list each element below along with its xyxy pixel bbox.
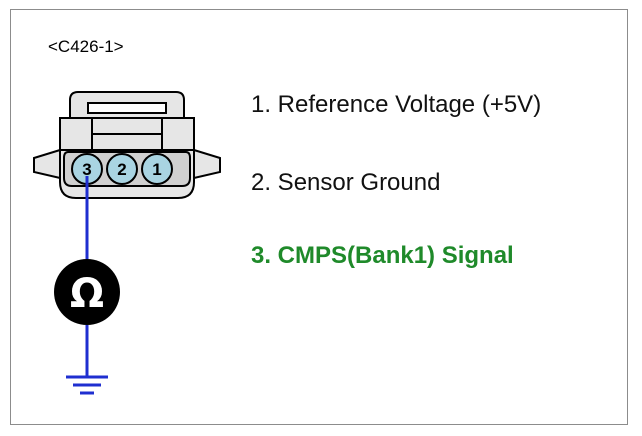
- ohmmeter-icon: Ω: [54, 259, 120, 325]
- pin-3-description: 3. CMPS(Bank1) Signal: [251, 242, 514, 269]
- ohm-symbol: Ω: [70, 271, 104, 317]
- connector-pin-1: 1: [141, 153, 173, 185]
- pin-2-number: 2: [117, 160, 126, 179]
- pin-2-description: 2. Sensor Ground: [251, 169, 441, 196]
- pin-1-number: 1: [152, 160, 161, 179]
- connector-id-label: <C426-1>: [48, 37, 124, 56]
- connector-pin-2: 2: [106, 153, 138, 185]
- pin-3-number: 3: [82, 160, 91, 179]
- pin-1-description: 1. Reference Voltage (+5V): [251, 91, 542, 118]
- ground-icon: [66, 375, 108, 395]
- connector-pin-3: 3: [71, 153, 103, 185]
- diagram-frame: [10, 9, 628, 425]
